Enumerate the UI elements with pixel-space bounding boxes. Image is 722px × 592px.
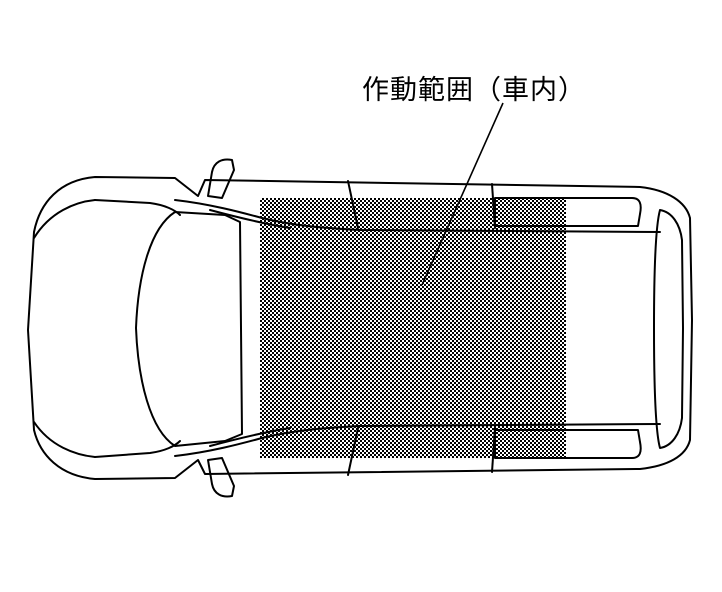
front-bumper-lower bbox=[33, 421, 96, 458]
mirror-upper bbox=[207, 158, 235, 199]
car-body-outline bbox=[27, 176, 693, 480]
front-bumper-upper bbox=[33, 199, 96, 239]
rear-window-lower bbox=[494, 429, 642, 459]
operating-range-label: 作動範囲（車内） bbox=[362, 75, 586, 106]
operating-range-shading bbox=[260, 198, 566, 458]
door-seam-rear-upper bbox=[491, 183, 496, 229]
door-seam-front-lower bbox=[347, 427, 359, 476]
mirror-lower bbox=[207, 457, 235, 498]
hood-line-upper bbox=[94, 199, 181, 216]
windshield bbox=[135, 211, 243, 447]
roof-rail-lower bbox=[174, 423, 661, 457]
roof-rail-upper-inner bbox=[209, 209, 291, 229]
door-seam-front-upper bbox=[347, 180, 359, 229]
hood-line-lower bbox=[94, 440, 181, 458]
rear-glass bbox=[653, 209, 684, 449]
callout-leader-line bbox=[421, 102, 504, 286]
roof-rail-upper bbox=[174, 199, 661, 233]
rear-window-upper bbox=[494, 197, 642, 227]
roof-rail-lower-inner bbox=[209, 427, 291, 447]
door-seam-rear-lower bbox=[491, 427, 496, 473]
